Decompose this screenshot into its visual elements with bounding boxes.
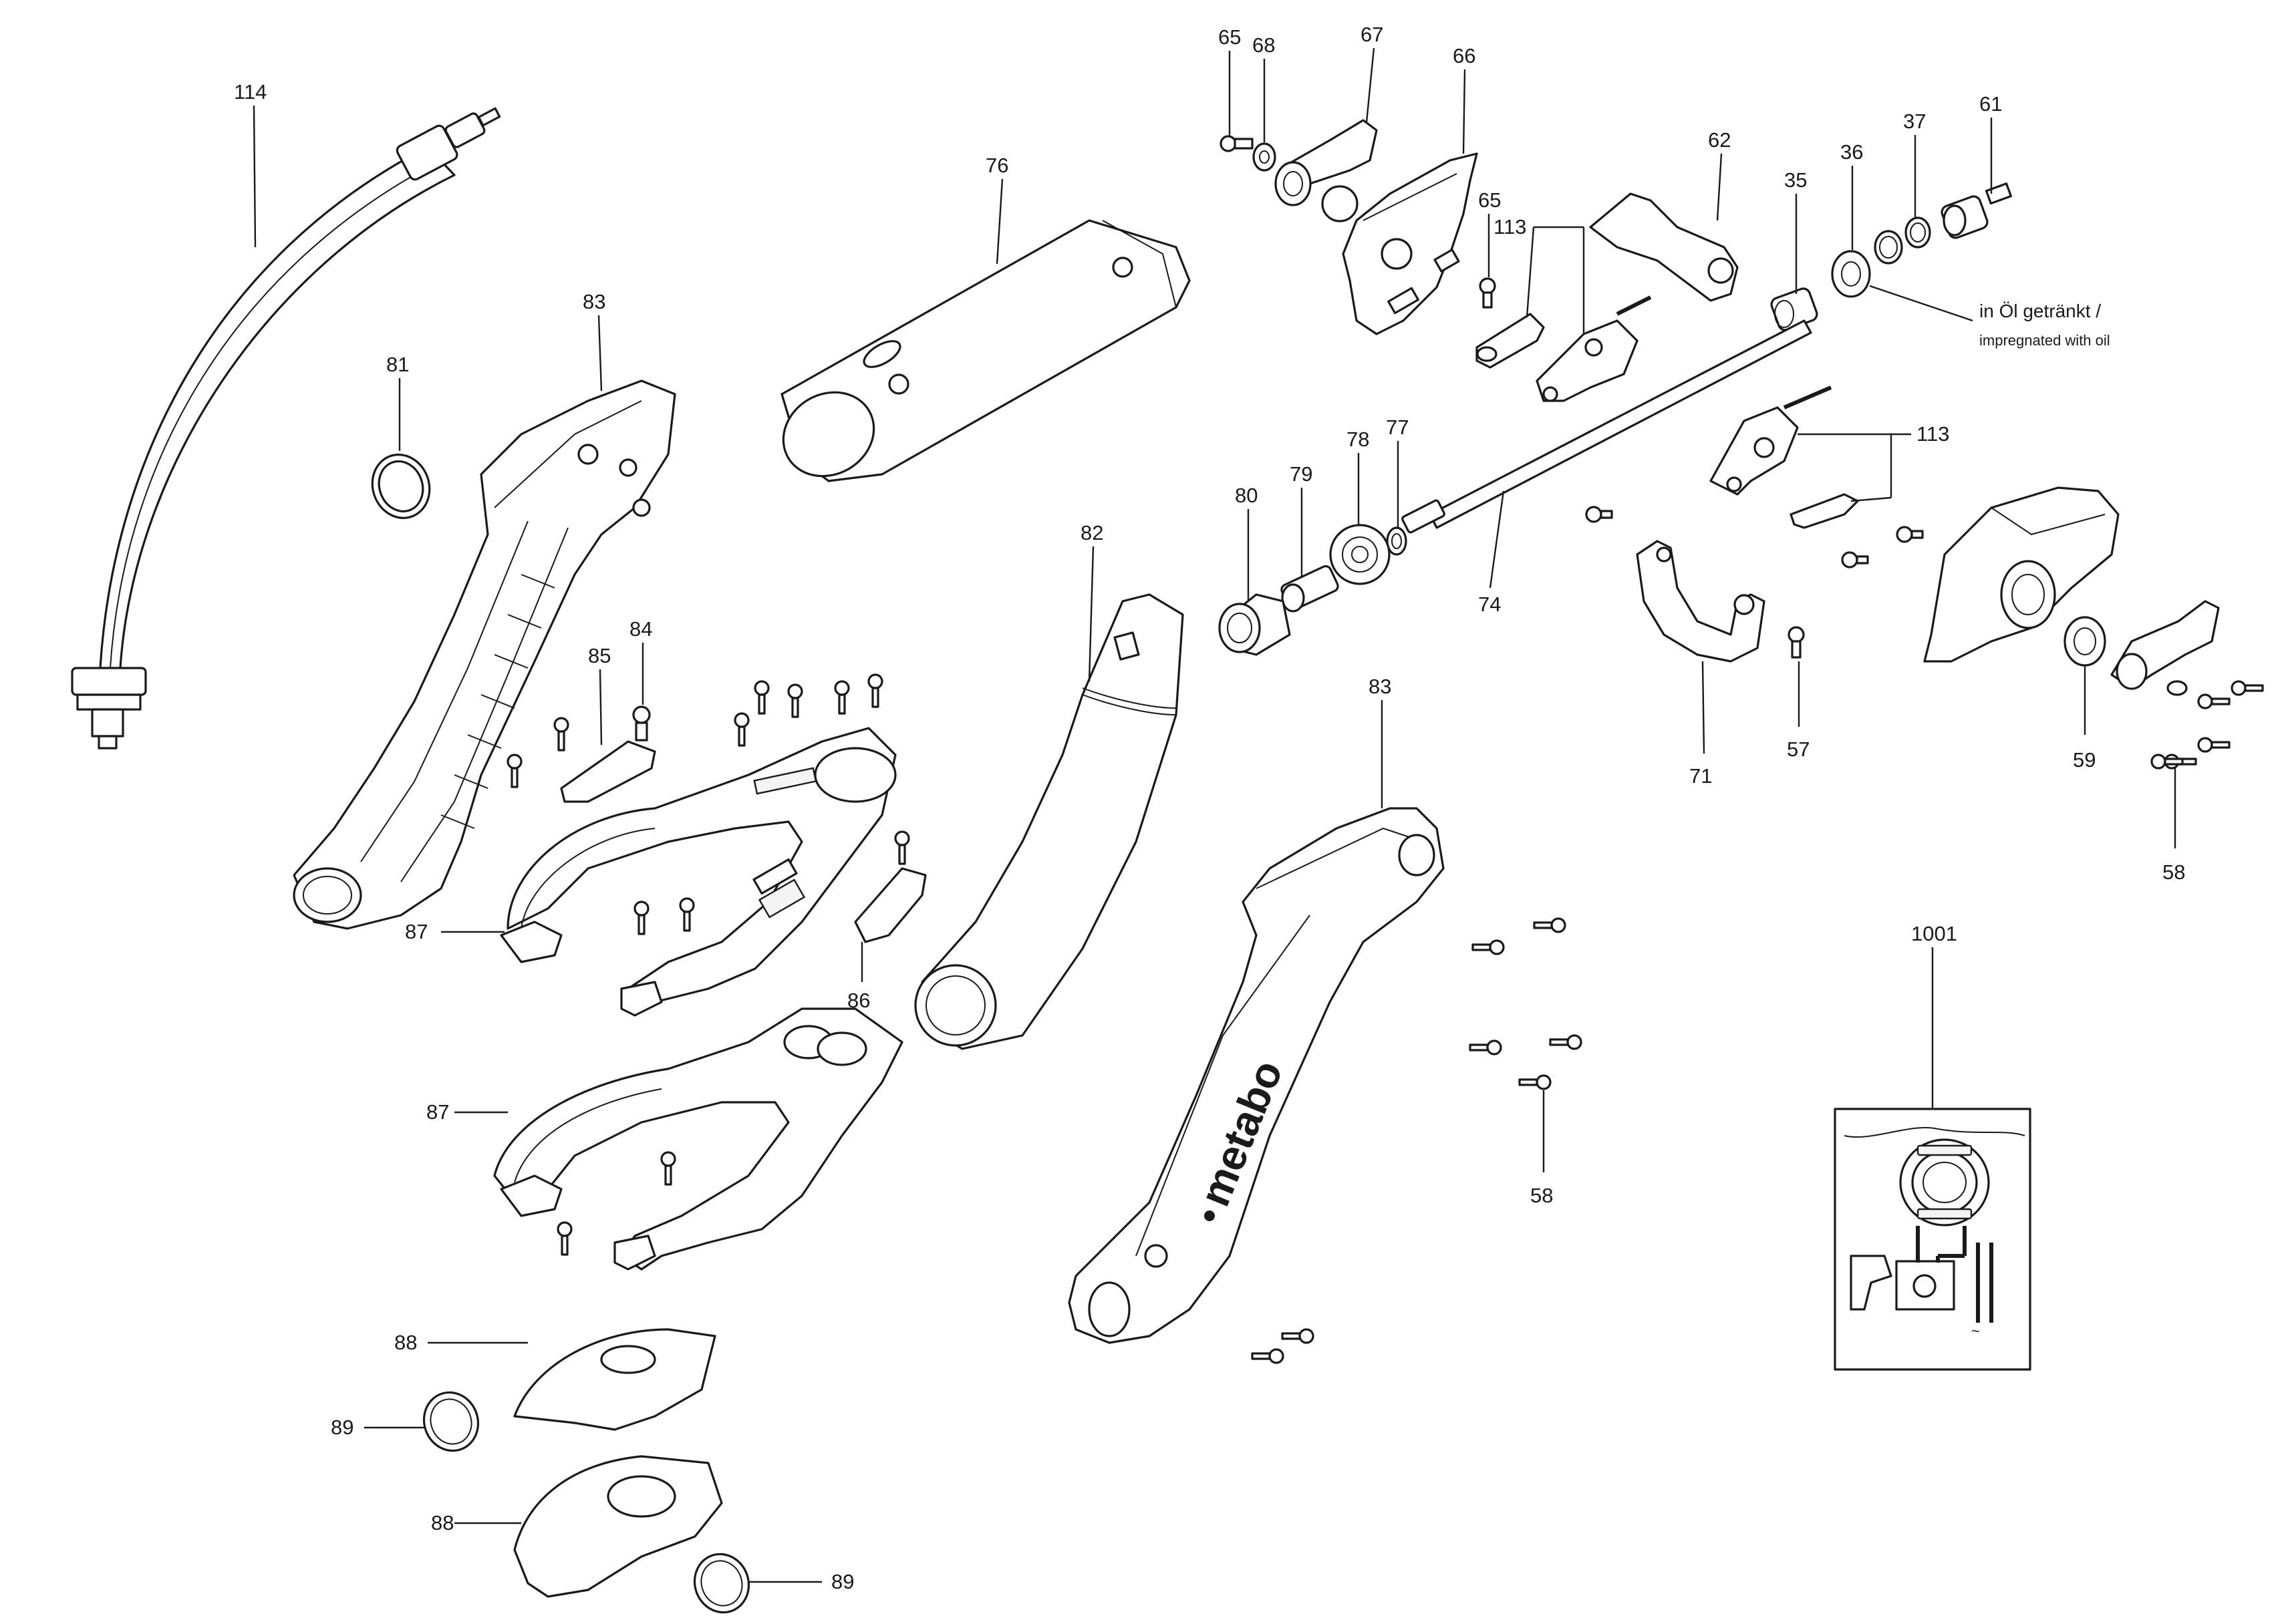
label-81: 81 [386,353,409,376]
part-76-tube: 76 [780,154,1191,482]
label-68: 68 [1252,33,1275,57]
part-68-washer: 68 [1252,33,1276,172]
part-gear-housing-right [1923,486,2120,663]
label-65-b: 65 [1478,188,1501,212]
screws-cluster-upper [507,673,910,935]
oil-note: in Öl getränkt / impregnated with oil [1869,285,2110,349]
label-87-lower: 87 [426,1100,449,1124]
label-88-lower: 88 [431,1511,454,1534]
part-66-gear-cover: 66 [1342,44,1478,335]
label-79: 79 [1290,462,1312,486]
part-83-handle-shell-left: 83 [293,290,676,930]
part-85-clip: 85 [560,644,656,803]
label-1001: 1001 [1911,922,1957,945]
part-35-bearing: 35 [1770,168,1818,331]
label-89-upper: 89 [331,1416,353,1439]
part-71-clamp: 71 [1636,540,1765,788]
part-59-seal: 59 [2063,616,2106,772]
label-89-lower: 89 [831,1570,854,1593]
part-57-screw: 57 [1787,626,1810,761]
part-113-brush-holder-b: 113 [1709,385,1949,529]
label-76: 76 [986,154,1008,177]
part-1001-wiring-detail: ~ 1001 [1834,922,2031,1371]
label-65-a: 65 [1218,25,1241,49]
label-61: 61 [1979,92,2002,116]
label-66: 66 [1453,44,1475,67]
label-113-b: 113 [1916,422,1949,446]
label-114: 114 [234,80,267,104]
part-89-ring-lower: 89 [693,1553,854,1614]
part-80-sleeve: 80 [1218,484,1291,656]
label-84: 84 [629,617,652,641]
part-77-circlip: 77 [1386,416,1409,556]
label-88-upper: 88 [394,1331,417,1354]
part-bracket-right [2110,600,2220,690]
part-84-screw: 84 [629,617,652,742]
part-88-cap-upper: 88 [394,1328,716,1431]
part-113-brush-holder-a: 113 [1475,215,1652,402]
part-61-spindle: 61 [1941,92,2012,239]
label-83-right: 83 [1369,675,1391,698]
part-74-shaft: 74 [1401,319,1812,616]
part-87-handle-bow-lower: 87 [426,1007,903,1271]
label-77: 77 [1386,416,1409,439]
ac-symbol: ~ [1971,1323,1980,1339]
label-36: 36 [1840,140,1863,164]
part-89-ring-upper: 89 [331,1391,480,1452]
label-58-b: 58 [1530,1184,1553,1207]
part-81-o-ring: 81 [371,353,431,519]
screws-middle-group: 58 [1251,917,1582,1364]
screws-right-small [1585,506,1924,569]
label-67: 67 [1361,23,1383,46]
label-57: 57 [1787,738,1810,761]
part-87-handle-bow-upper: 87 [405,727,897,1017]
label-83-left: 83 [583,290,605,313]
part-37-ring: 37 [1874,110,1931,265]
label-35: 35 [1784,168,1807,192]
part-88-cap-lower: 88 [431,1455,723,1598]
part-62-bracket: 62 [1589,128,1739,302]
part-78-bearing: 78 [1329,428,1391,585]
label-85: 85 [588,644,611,667]
part-82-tube-elbow: 82 [914,521,1184,1050]
part-86-switch-cover: 86 [847,867,927,1012]
label-37: 37 [1903,110,1926,133]
label-59: 59 [2073,748,2096,772]
label-74: 74 [1478,593,1501,616]
label-71: 71 [1689,764,1712,788]
label-113-a: 113 [1493,215,1526,238]
label-80: 80 [1235,484,1258,507]
part-114-flexible-shaft: 114 [71,80,501,750]
oil-note-line1: in Öl getränkt / [1979,301,2101,321]
part-79-coupling: 79 [1280,462,1339,613]
label-62: 62 [1708,128,1731,152]
part-67-bracket: 67 [1274,23,1383,222]
screws-right-group: 58 [2150,680,2264,884]
part-36-seal: 36 [1831,140,1871,298]
label-78: 78 [1346,428,1369,451]
label-58-a: 58 [2162,860,2185,884]
label-82: 82 [1081,521,1103,544]
oil-note-line2: impregnated with oil [1979,332,2110,349]
part-65-screw-a: 65 [1218,25,1254,152]
part-65-screw-b: 65 [1478,188,1501,309]
label-87-upper: 87 [405,920,428,943]
